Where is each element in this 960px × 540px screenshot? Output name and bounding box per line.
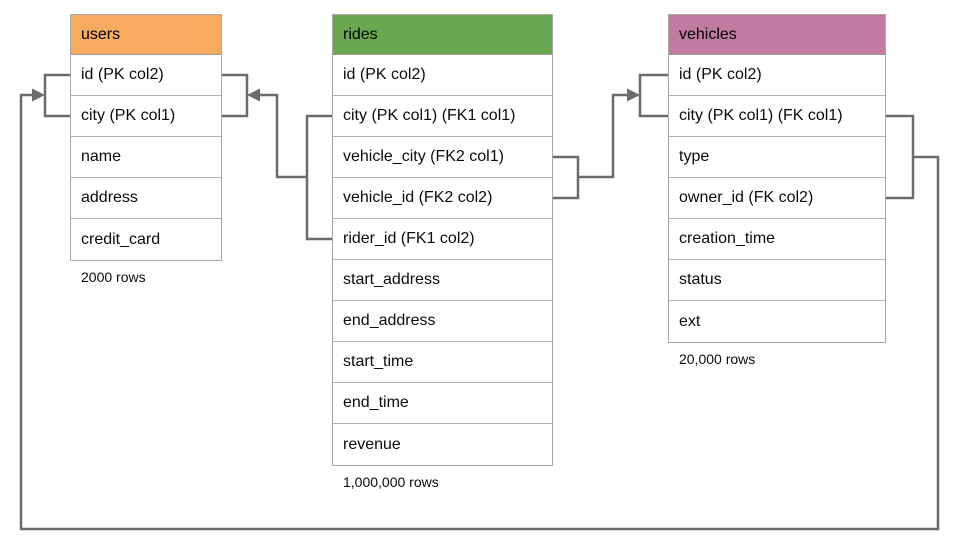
table-header-rides: rides <box>333 15 552 55</box>
table-row-rides: start_time <box>333 342 552 383</box>
table-row-rides: vehicle_city (FK2 col1) <box>333 137 552 178</box>
arrowhead-rides-to-vehicles <box>627 88 640 102</box>
wire-rides-to-vehicles <box>578 93 628 179</box>
users-right-bracket <box>222 73 249 118</box>
table-row-users: city (PK col1) <box>71 96 221 137</box>
table-row-users: credit_card <box>71 219 221 260</box>
arrowhead-rides-to-users <box>247 88 260 102</box>
table-row-rides: vehicle_id (FK2 col2) <box>333 178 552 219</box>
table-row-vehicles: creation_time <box>669 219 885 260</box>
users-left-bracket <box>43 73 70 118</box>
table-row-vehicles: id (PK col2) <box>669 55 885 96</box>
table-row-vehicles: owner_id (FK col2) <box>669 178 885 219</box>
table-header-users: users <box>71 15 221 55</box>
rowcount-rides: 1,000,000 rows <box>343 474 439 490</box>
vehicles-left-bracket <box>638 73 668 118</box>
table-row-users: name <box>71 137 221 178</box>
table-row-vehicles: ext <box>669 301 885 342</box>
table-row-vehicles: type <box>669 137 885 178</box>
table-row-rides: city (PK col1) (FK1 col1) <box>333 96 552 137</box>
table-header-vehicles: vehicles <box>669 15 885 55</box>
rowcount-users: 2000 rows <box>81 269 146 285</box>
rowcount-vehicles: 20,000 rows <box>679 351 756 367</box>
arrowhead-vehicles-to-users <box>32 88 45 102</box>
table-columns-rides: id (PK col2)city (PK col1) (FK1 col1)veh… <box>333 55 552 465</box>
rides-right-bracket <box>553 155 580 200</box>
table-row-users: id (PK col2) <box>71 55 221 96</box>
table-row-users: address <box>71 178 221 219</box>
table-row-vehicles: status <box>669 260 885 301</box>
rides-left-bracket <box>305 114 332 241</box>
table-row-rides: start_address <box>333 260 552 301</box>
table-vehicles: vehicles id (PK col2)city (PK col1) (FK … <box>668 14 886 367</box>
table-rides: rides id (PK col2)city (PK col1) (FK1 co… <box>332 14 553 490</box>
table-row-rides: rider_id (FK1 col2) <box>333 219 552 260</box>
table-row-rides: end_time <box>333 383 552 424</box>
table-row-rides: revenue <box>333 424 552 465</box>
table-columns-vehicles: id (PK col2)city (PK col1) (FK col1)type… <box>669 55 885 342</box>
table-row-rides: id (PK col2) <box>333 55 552 96</box>
table-row-vehicles: city (PK col1) (FK col1) <box>669 96 885 137</box>
table-row-rides: end_address <box>333 301 552 342</box>
vehicles-right-bracket <box>886 114 915 200</box>
wire-rides-to-users <box>259 93 307 179</box>
